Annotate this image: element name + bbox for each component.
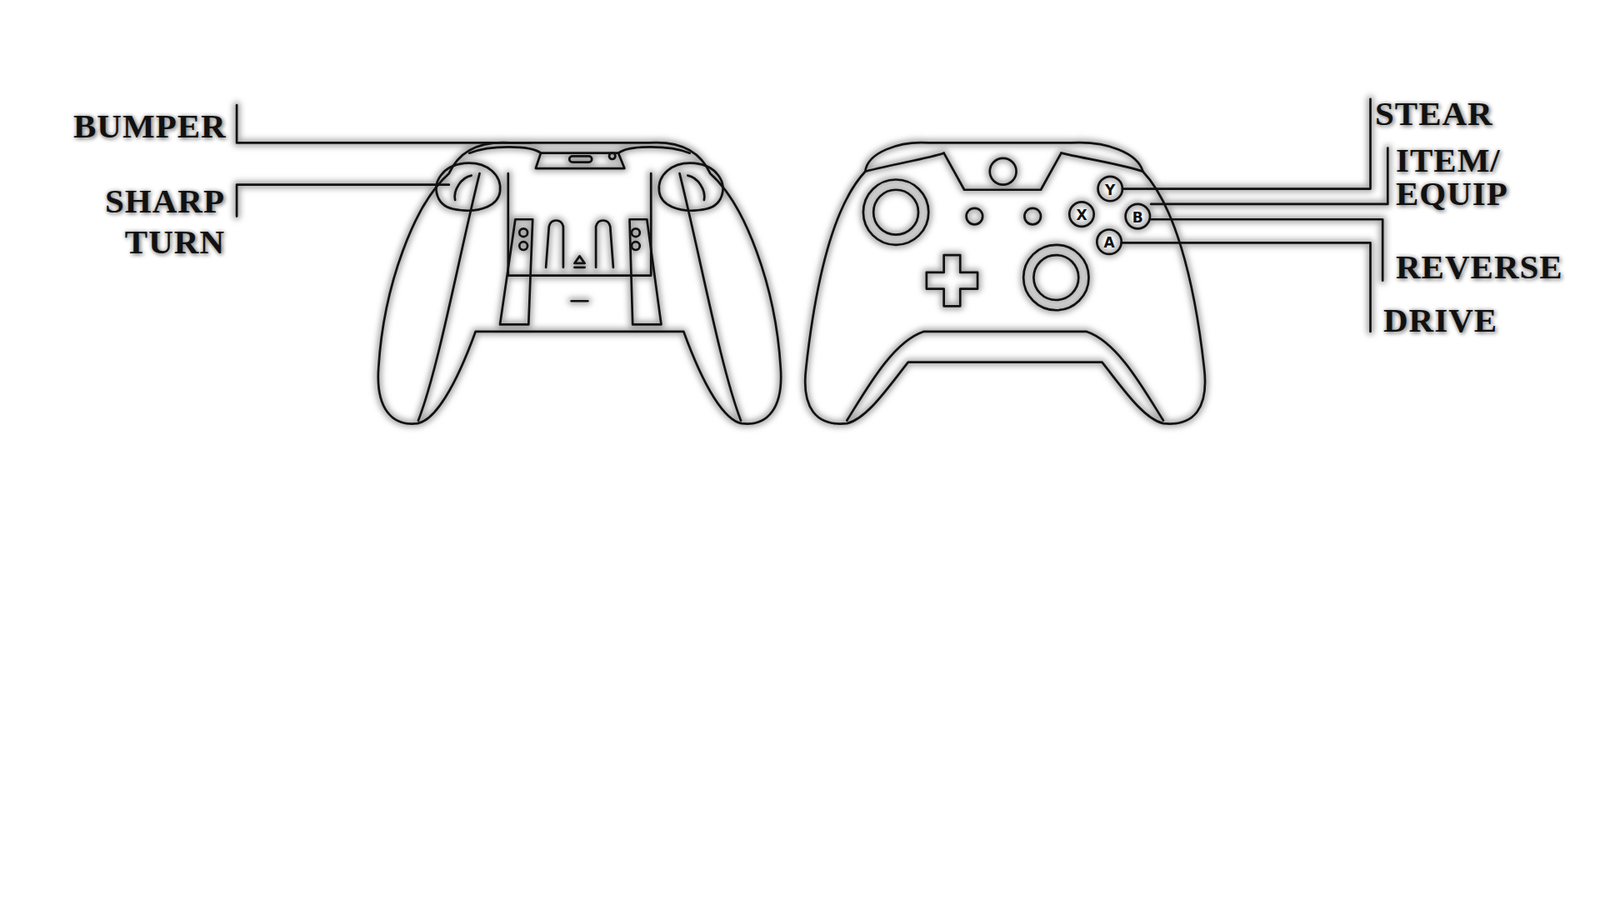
part-label: SHARP TURN <box>58 180 225 263</box>
part-label: STEAR <box>1375 93 1494 134</box>
button-letter: Y <box>1105 182 1115 197</box>
button-letter: A <box>1103 235 1115 250</box>
button-letter: X <box>1075 208 1087 223</box>
part-label: REVERSE <box>1395 246 1564 287</box>
part-label: ITEM/ EQUIP <box>1395 143 1530 210</box>
button-letter: B <box>1132 210 1144 225</box>
part-label: DRIVE <box>1383 300 1498 340</box>
part-label: BUMPER <box>73 105 227 146</box>
